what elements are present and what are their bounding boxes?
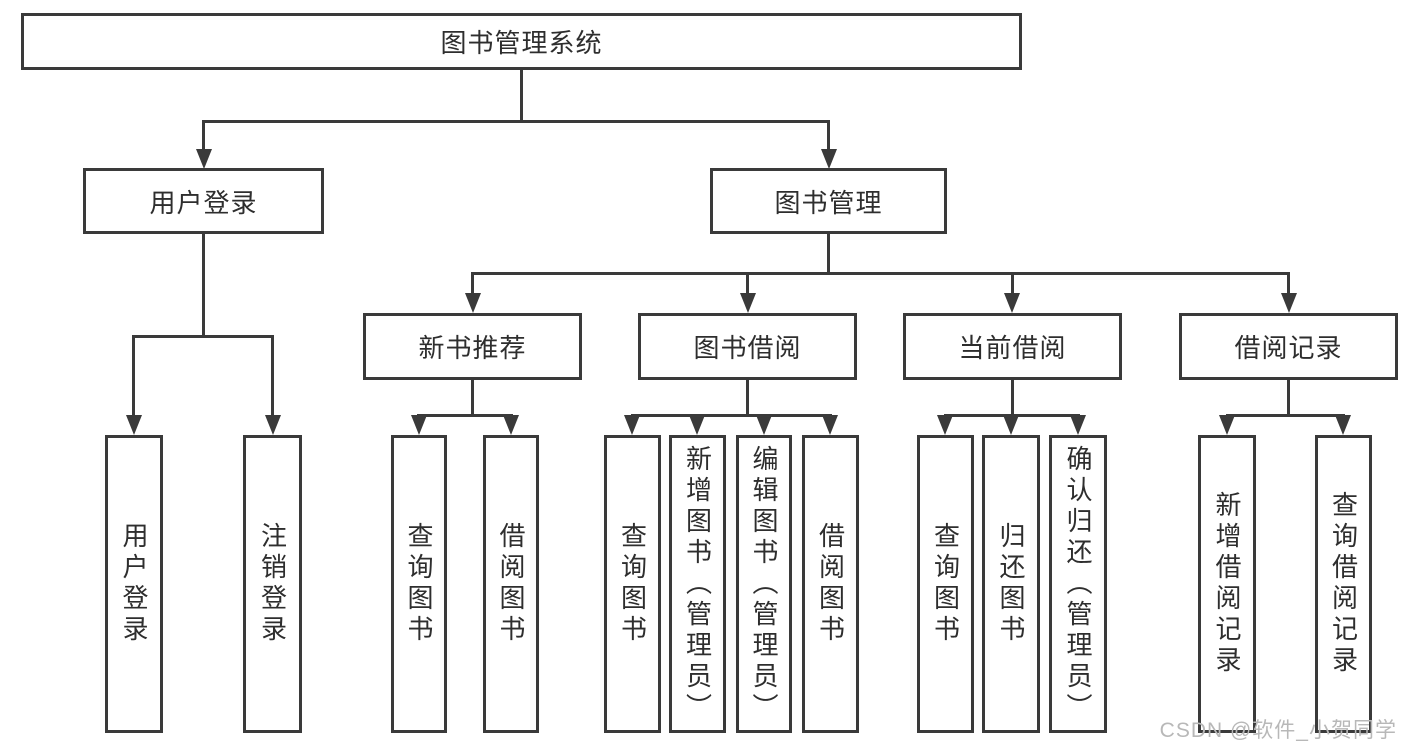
node-label: 借阅图书 [815,522,846,646]
arrowhead-down-icon [1070,415,1086,435]
arrowhead-down-icon [740,293,756,313]
node-new-book-recommendation: 新书推荐 [363,313,582,380]
csdn-watermark: CSDN @软件_小贺同学 [1159,719,1397,742]
connector-line [1287,272,1290,296]
node-label: 图书管理 [774,187,883,218]
node-add-borrow-record: 新增借阅记录 [1198,435,1256,733]
node-confirm-return-admin: 确认归还（管理员） [1049,435,1107,733]
connector-line [271,335,274,417]
node-borrowing-records: 借阅记录 [1179,313,1398,380]
connector-line [520,70,523,120]
arrowhead-down-icon [821,149,837,169]
arrowhead-down-icon [756,415,772,435]
node-label: 用户登录 [119,522,149,646]
connector-line [827,120,830,150]
connector-line [746,272,749,296]
arrowhead-down-icon [689,415,705,435]
node-borrow-books-2: 借阅图书 [802,435,859,733]
node-edit-books-admin: 编辑图书（管理员） [736,435,792,733]
node-label: 查询图书 [617,522,648,646]
node-library-management-system: 图书管理系统 [21,13,1022,70]
connector-line [1287,380,1290,414]
arrowhead-down-icon [822,415,838,435]
arrowhead-down-icon [1219,415,1235,435]
arrowhead-down-icon [1004,293,1020,313]
connector-line [827,234,830,272]
arrowhead-down-icon [126,415,142,435]
node-label: 查询图书 [404,522,434,646]
node-label: 当前借阅 [958,333,1067,363]
node-borrow-books-1: 借阅图书 [483,435,539,733]
connector-line [1011,272,1014,296]
node-query-books-2: 查询图书 [604,435,661,733]
node-book-management: 图书管理 [710,168,947,234]
node-label: 注销登录 [257,522,288,646]
arrowhead-down-icon [937,415,953,435]
arrowhead-down-icon [1335,415,1351,435]
node-query-books-3: 查询图书 [917,435,974,733]
node-add-books-admin: 新增图书（管理员） [669,435,726,733]
node-query-books-1: 查询图书 [391,435,447,733]
arrowhead-down-icon [465,293,481,313]
arrowhead-down-icon [411,415,427,435]
node-user-login-leaf: 用户登录 [105,435,163,733]
node-label: 确认归还（管理员） [1063,444,1093,724]
node-label: 新书推荐 [418,333,527,363]
node-return-books: 归还图书 [982,435,1040,733]
node-label: 归还图书 [996,522,1026,646]
node-label: 用户登录 [149,187,258,218]
connector-line [1011,380,1014,414]
connector-line [132,335,274,338]
node-label: 查询借阅记录 [1328,491,1359,677]
node-label: 编辑图书（管理员） [749,444,779,724]
connector-line [202,120,830,123]
arrowhead-down-icon [265,415,281,435]
node-current-borrowing: 当前借阅 [903,313,1122,380]
connector-line [631,414,832,417]
connector-line [132,335,135,417]
connector-line [471,380,474,414]
node-query-borrow-record: 查询借阅记录 [1315,435,1372,733]
node-label: 借阅图书 [496,522,526,646]
connector-line [202,120,205,150]
connector-line [471,272,474,296]
connector-line [471,272,1290,275]
node-label: 查询图书 [930,522,961,646]
arrowhead-down-icon [624,415,640,435]
node-label: 图书管理系统 [440,28,603,58]
node-label: 新增借阅记录 [1212,491,1242,677]
arrowhead-down-icon [1003,415,1019,435]
connector-line [417,414,513,417]
node-book-borrowing: 图书借阅 [638,313,857,380]
node-logout: 注销登录 [243,435,302,733]
connector-line [1226,414,1345,417]
node-label: 新增图书（管理员） [682,444,713,724]
arrowhead-down-icon [503,415,519,435]
connector-line [202,234,205,335]
connector-line [746,380,749,414]
node-label: 借阅记录 [1234,333,1343,363]
node-user-login: 用户登录 [83,168,324,234]
arrowhead-down-icon [1281,293,1297,313]
node-label: 图书借阅 [693,333,802,363]
arrowhead-down-icon [196,149,212,169]
